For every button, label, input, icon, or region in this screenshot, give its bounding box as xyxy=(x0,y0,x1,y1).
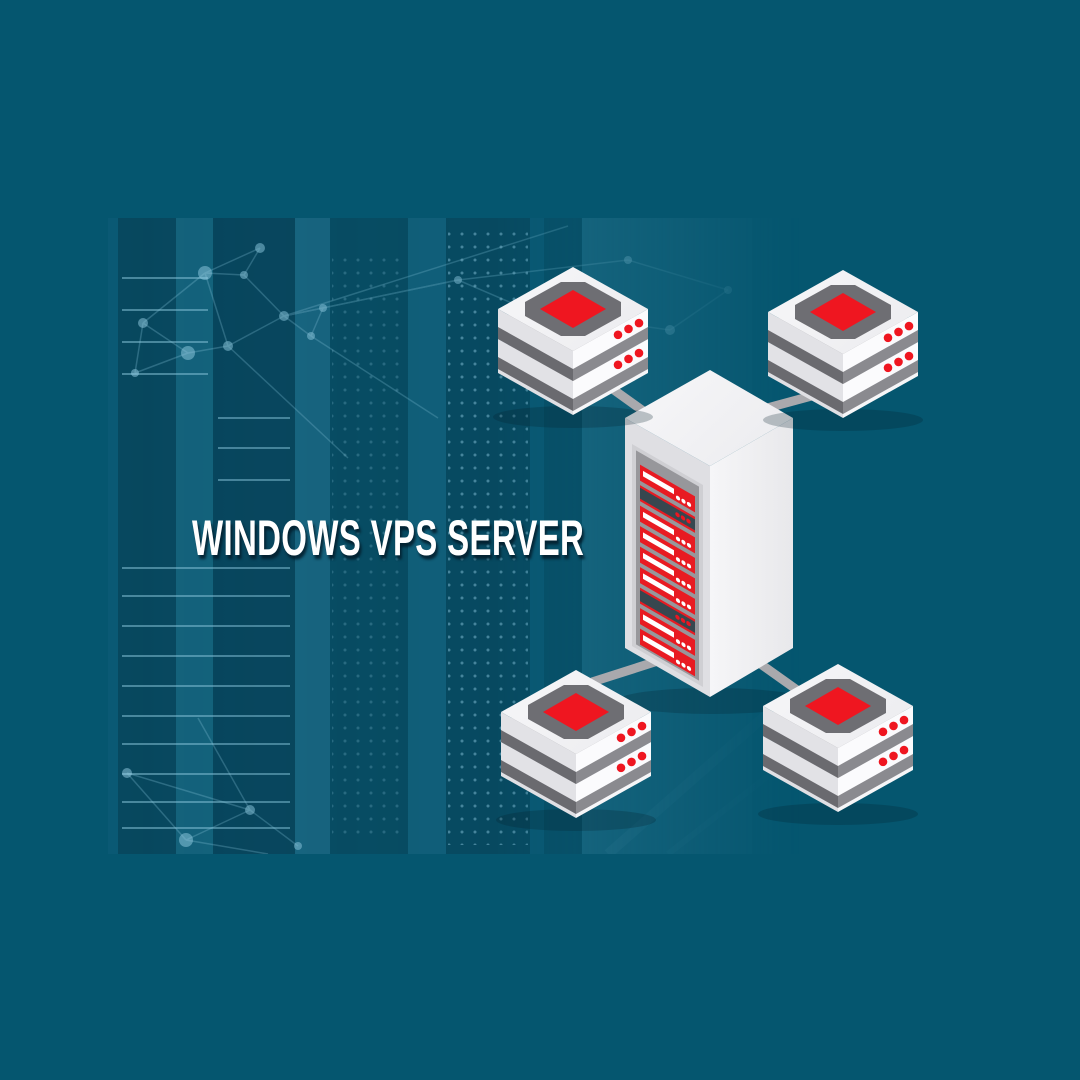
rack-bars xyxy=(640,464,695,677)
rack-unit xyxy=(640,505,695,554)
server-rack-tower-icon xyxy=(617,370,807,714)
rack-unit-dark xyxy=(640,587,695,636)
rack-unit xyxy=(640,567,695,615)
rack-panel xyxy=(632,444,703,687)
texture-shelf-lines xyxy=(122,277,290,829)
rack-unit xyxy=(640,628,695,677)
rack-unit xyxy=(640,546,695,595)
rack-unit xyxy=(640,464,695,513)
server-node-bottom-right xyxy=(758,664,918,825)
banner-title: WINDOWS VPS SERVER xyxy=(192,510,585,566)
tower-top-face xyxy=(625,370,793,466)
tower-right-face xyxy=(710,418,793,697)
rack-unit xyxy=(640,608,695,656)
tower-shadow xyxy=(617,688,807,714)
texture-led-dots-2 xyxy=(332,258,406,838)
rack-unit-dark xyxy=(640,485,695,533)
rack-unit xyxy=(640,526,695,574)
